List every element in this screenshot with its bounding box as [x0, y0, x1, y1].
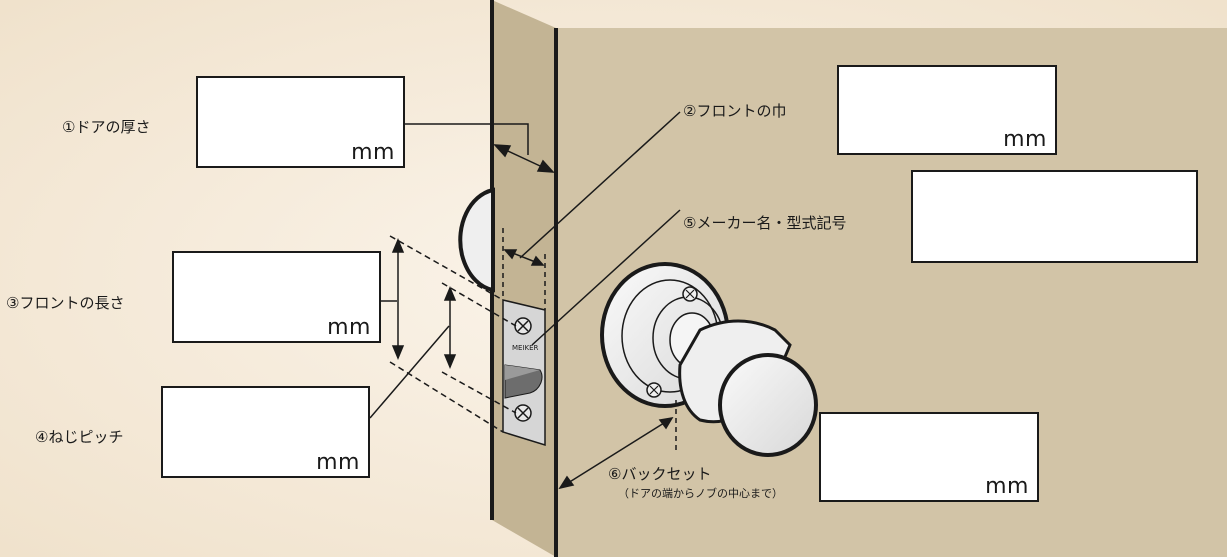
maker-model-field[interactable] — [911, 170, 1198, 263]
unit-label: mm — [1003, 127, 1047, 152]
front-plate: MEIKER — [502, 299, 546, 447]
screw-icon — [646, 382, 662, 398]
front-length-field[interactable]: mm — [172, 251, 381, 343]
unit-label: mm — [316, 450, 360, 475]
door-thickness-field[interactable]: mm — [196, 76, 405, 168]
thickness-arrow — [404, 123, 555, 173]
label-maker-model: ⑤メーカー名・型式記号 — [683, 214, 847, 232]
unit-label: mm — [985, 474, 1029, 499]
backset-arrow — [558, 400, 677, 490]
screw-pitch-arrow — [369, 282, 517, 419]
label-front-width: ②フロントの巾 — [683, 102, 787, 120]
screw-icon — [682, 286, 698, 302]
unit-label: mm — [327, 315, 371, 340]
front-width-field[interactable]: mm — [837, 65, 1057, 155]
label-front-length: ③フロントの長さ — [6, 294, 125, 312]
label-door-thickness: ①ドアの厚さ — [62, 118, 151, 136]
door-knob-icon — [600, 262, 818, 457]
maker-leader — [531, 209, 681, 346]
plate-brand: MEIKER — [512, 344, 539, 352]
screw-icon — [514, 317, 532, 335]
screw-icon — [514, 404, 532, 422]
label-screw-pitch: ④ねじピッチ — [35, 428, 124, 446]
back-knob — [458, 187, 495, 293]
label-backset-note: （ドアの端からノブの中心まで） — [618, 487, 783, 500]
label-backset: ⑥バックセット — [608, 465, 712, 483]
screw-pitch-field[interactable]: mm — [161, 386, 370, 478]
door-edge — [492, 0, 556, 557]
backset-field[interactable]: mm — [819, 412, 1039, 502]
front-width-arrow — [502, 111, 681, 310]
unit-label: mm — [351, 140, 395, 165]
